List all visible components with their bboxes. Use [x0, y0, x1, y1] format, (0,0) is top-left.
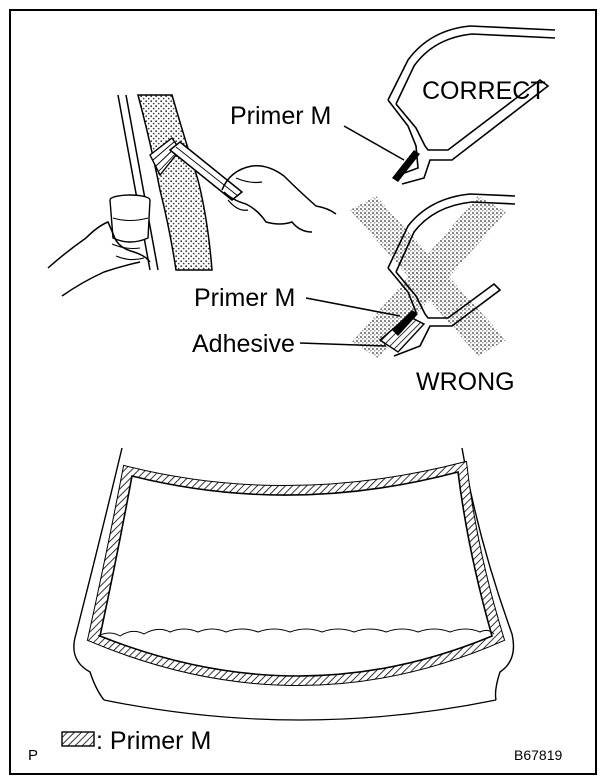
legend-text: : Primer M	[96, 727, 211, 755]
adhesive-label: Adhesive	[192, 330, 295, 358]
p-mark: P	[28, 747, 38, 764]
primer-m-mid-leader	[305, 297, 401, 317]
figure-id: B67819	[514, 747, 562, 763]
primer-brush-illustration	[47, 94, 337, 297]
primer-m-top-label: Primer M	[230, 102, 331, 130]
adhesive-leader	[299, 342, 387, 347]
correct-label: CORRECT	[422, 77, 546, 105]
windshield-drawing	[73, 447, 515, 721]
wrong-cross-section	[350, 193, 516, 358]
figure-frame	[9, 9, 597, 775]
primer-m-mid-label: Primer M	[194, 284, 295, 312]
primer-m-top-leader	[343, 125, 405, 161]
wrong-label: WRONG	[416, 368, 515, 396]
legend-hatch-swatch	[61, 731, 95, 747]
correct-cross-section	[387, 25, 556, 185]
